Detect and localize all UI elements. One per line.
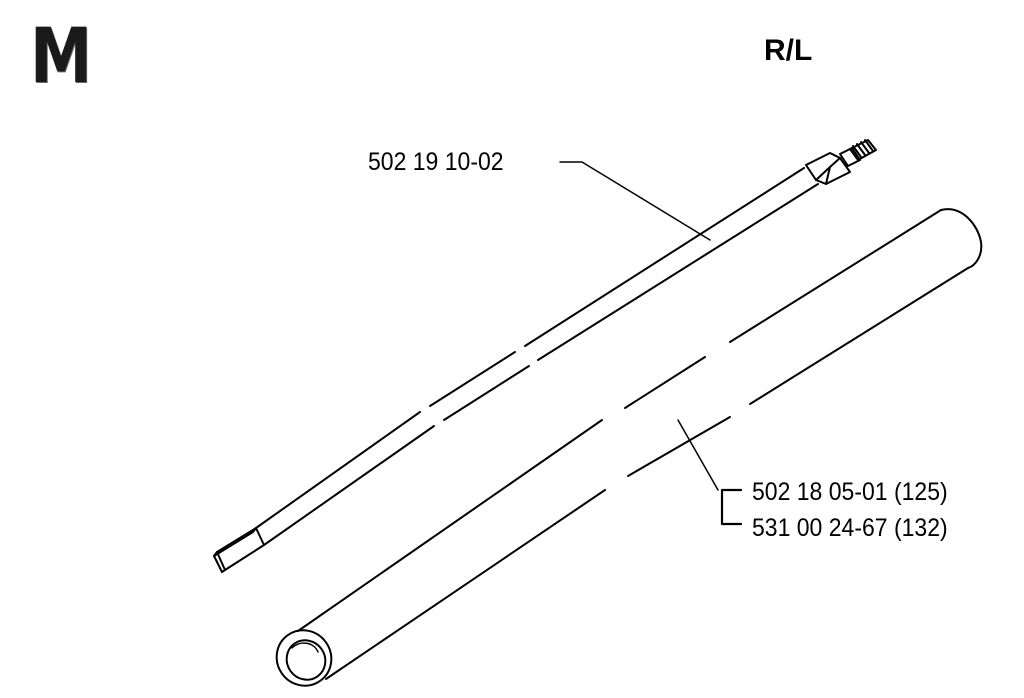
leader-drive-shaft [559, 161, 711, 241]
shaft-body-middle [429, 351, 530, 421]
leader-shaft-tube [677, 419, 719, 491]
tube-upper-end [940, 208, 983, 269]
shaft-square-end [213, 527, 265, 573]
shaft-hex-nut [805, 152, 851, 185]
shaft-tube-part-number-132: 531 00 24-67 (132) [752, 514, 948, 542]
drive-shaft-part-number: 502 19 10-02 [368, 148, 504, 176]
leader-bracket [720, 488, 743, 526]
shaft-body-upper [524, 167, 819, 361]
shaft-body-lower [255, 411, 435, 546]
model-code: R/L [764, 34, 813, 67]
drive-shaft [213, 139, 877, 573]
shaft-threaded-end [839, 139, 877, 167]
tube-lower-end [275, 629, 333, 687]
leader-lines [559, 161, 743, 526]
shaft-tube-part-number-125: 502 18 05-01 (125) [752, 478, 948, 506]
shaft-tube [275, 208, 983, 687]
section-letter: M [30, 11, 92, 100]
